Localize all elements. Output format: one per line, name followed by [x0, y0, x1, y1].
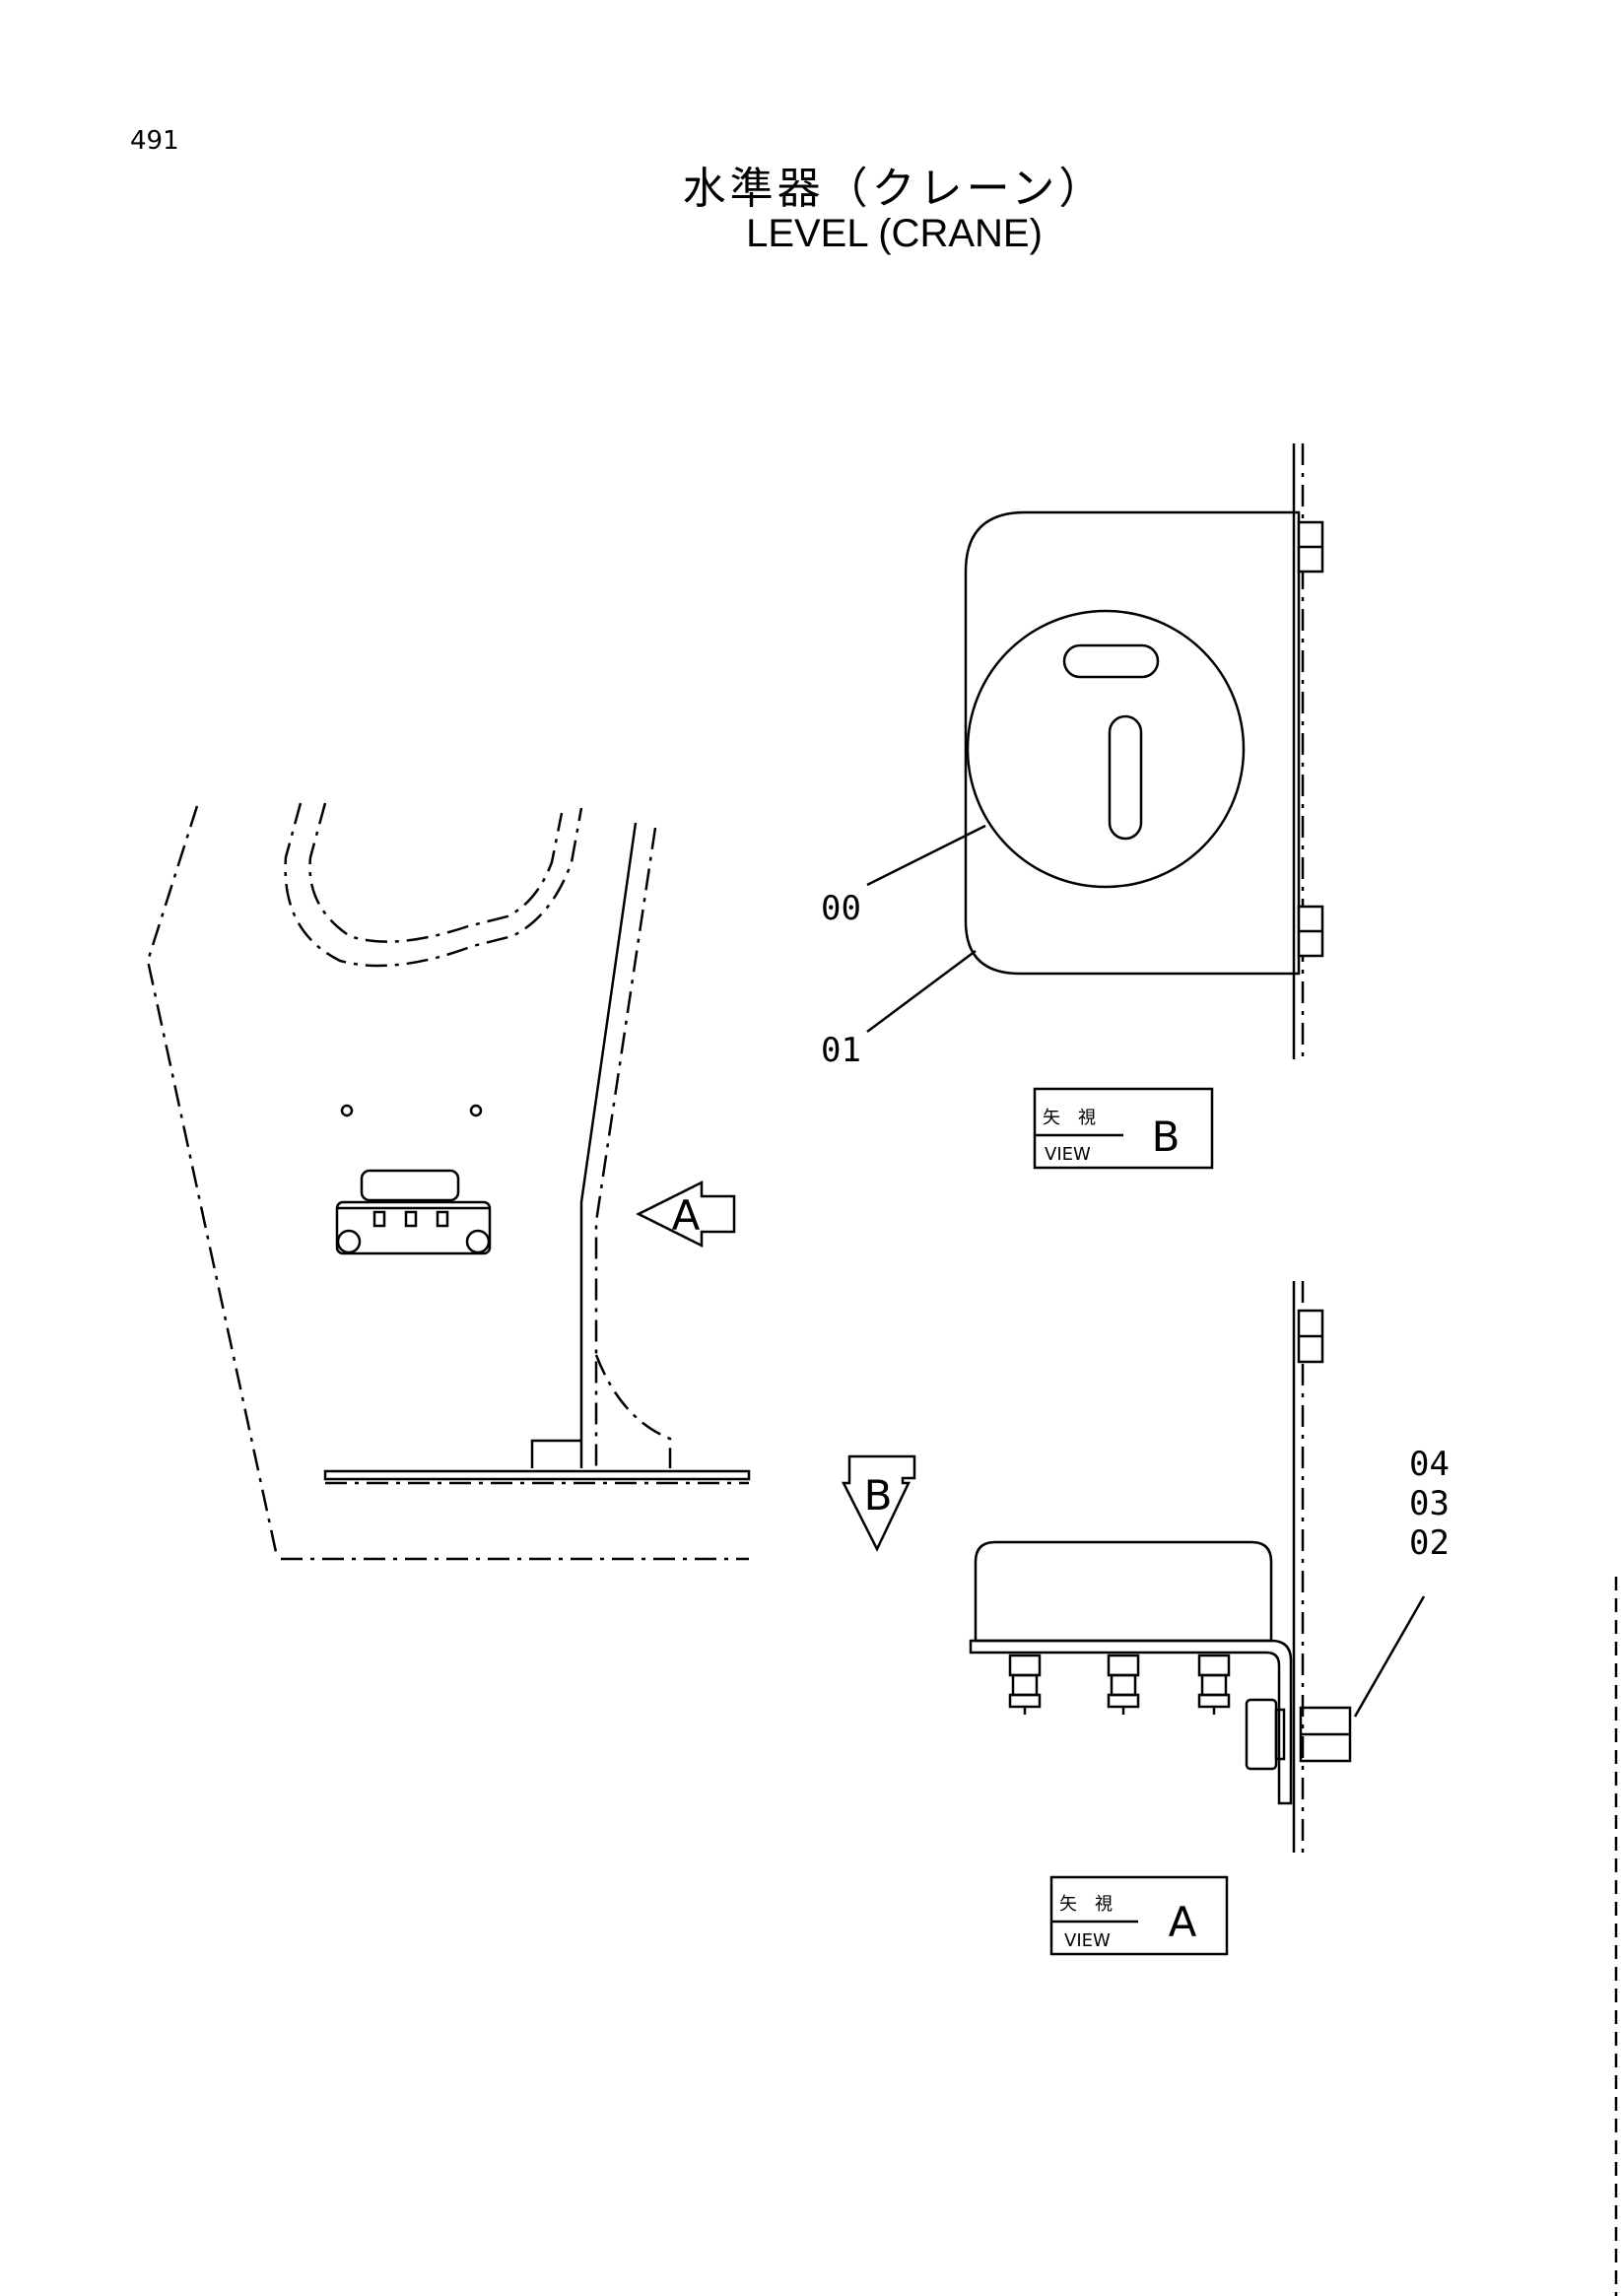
view-b-label: 矢 視 VIEW B: [1033, 1087, 1214, 1170]
callout-00: 00: [821, 889, 861, 928]
mount-bolt: [1008, 1654, 1042, 1715]
horizontal-vial: [1062, 643, 1160, 679]
view-a-label: 矢 視 VIEW A: [1049, 1875, 1229, 1956]
mount-bolt: [1107, 1654, 1140, 1715]
title-english: LEVEL (CRANE): [746, 212, 1043, 255]
callout-04: 04: [1409, 1445, 1450, 1484]
callout-03: 03: [1409, 1484, 1450, 1523]
level-gauge-small: [335, 1169, 492, 1255]
svg-text:矢 視: 矢 視: [1059, 1894, 1113, 1915]
svg-text:B: B: [1152, 1113, 1181, 1161]
svg-text:B: B: [864, 1471, 893, 1519]
mount-bolt: [1197, 1654, 1231, 1715]
mount-hole: [340, 1104, 354, 1117]
page-number: 491: [130, 126, 179, 156]
side-bolt: [1245, 1698, 1352, 1771]
level-bubble-disc: [966, 609, 1246, 889]
vertical-vial: [1108, 714, 1143, 841]
svg-text:VIEW: VIEW: [1045, 1144, 1091, 1165]
mount-hole: [469, 1104, 483, 1117]
frame-overview: A B: [146, 802, 916, 1561]
view-b-drawing: 00 01: [821, 443, 1324, 1070]
view-b-arrow: B: [841, 1454, 916, 1552]
svg-text:矢 視: 矢 視: [1043, 1108, 1096, 1128]
svg-text:VIEW: VIEW: [1064, 1930, 1111, 1951]
view-a-arrow: A: [636, 1180, 736, 1249]
svg-text:A: A: [1169, 1898, 1197, 1946]
view-a-drawing: 04 03 02: [969, 1281, 1450, 1853]
svg-text:A: A: [672, 1191, 701, 1240]
title-japanese: 水準器（クレーン）: [682, 164, 1107, 214]
callout-01: 01: [821, 1031, 861, 1070]
callout-02: 02: [1409, 1523, 1450, 1563]
